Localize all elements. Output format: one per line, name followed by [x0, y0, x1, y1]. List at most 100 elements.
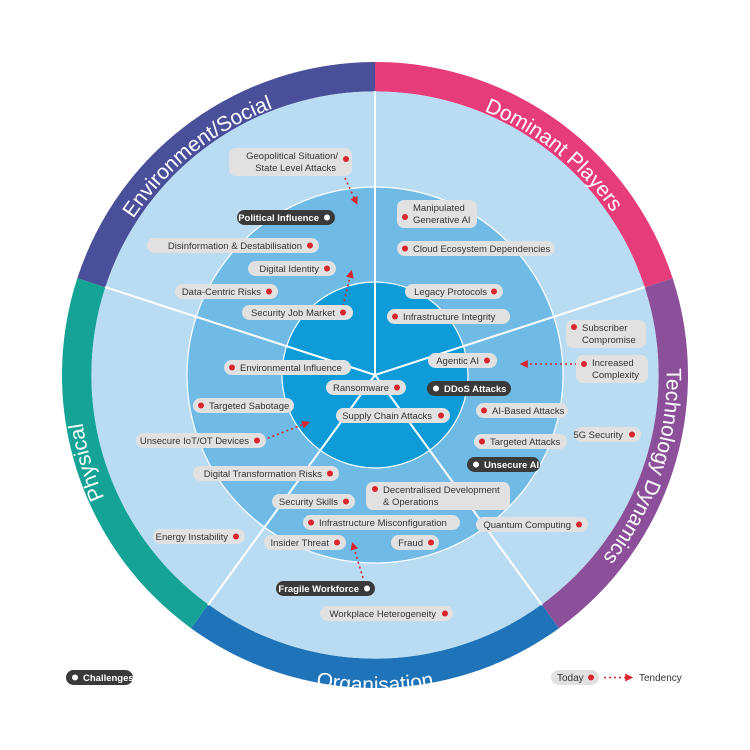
svg-text:Targeted Attacks: Targeted Attacks [490, 437, 560, 448]
segment-physical [61, 278, 209, 629]
svg-text:Decentralised Development: Decentralised Development [383, 485, 500, 496]
svg-text:Subscriber: Subscriber [582, 323, 627, 334]
today-dot [479, 438, 485, 445]
item-unsecure-iot-ot-devices: Unsecure IoT/OT Devices [136, 433, 266, 448]
legend-challenges: Challenges [66, 670, 134, 685]
item-cloud-ecosystem-dependencies: Cloud Ecosystem Dependencies [397, 241, 555, 256]
today-dot [484, 357, 490, 364]
today-dot [571, 324, 577, 330]
item-insider-threat: Insider Threat [264, 535, 346, 550]
segment-environment-social [77, 61, 376, 288]
item-political-influence: Political Influence [237, 210, 335, 225]
item-geopolitical-situation: Geopolitical Situation/ State Level Atta… [229, 148, 352, 176]
svg-text:Supply Chain Attacks: Supply Chain Attacks [342, 411, 432, 422]
challenge-dot [364, 585, 370, 592]
svg-text:Increased: Increased [592, 358, 634, 369]
today-dot [438, 412, 444, 419]
today-dot [324, 265, 330, 272]
svg-text:Infrastructure Integrity: Infrastructure Integrity [403, 312, 496, 323]
today-dot [581, 361, 587, 367]
svg-text:Fraud: Fraud [398, 538, 423, 549]
svg-text:Unsecure AI: Unsecure AI [484, 460, 539, 471]
radar-items: Geopolitical Situation/ State Level Atta… [136, 148, 648, 621]
svg-text:Geopolitical Situation/: Geopolitical Situation/ [246, 151, 338, 162]
item-disinformation: Disinformation & Destabilisation [147, 238, 319, 253]
svg-text:Digital Transformation Risks: Digital Transformation Risks [204, 469, 323, 480]
svg-text:5G Security: 5G Security [573, 430, 623, 441]
today-dot [307, 242, 313, 249]
svg-text:Insider Threat: Insider Threat [271, 538, 330, 549]
item-5g-security: 5G Security [573, 427, 641, 442]
item-subscriber-compromise: Subscriber Compromise [566, 320, 646, 348]
svg-text:Tendency: Tendency [639, 673, 682, 684]
svg-text:Security Job Market: Security Job Market [251, 308, 335, 319]
legend-today: Today [551, 670, 599, 685]
challenge-dot [72, 674, 78, 681]
challenge-dot [473, 461, 479, 468]
item-digital-transformation-risks: Digital Transformation Risks [193, 466, 339, 481]
item-workplace-heterogeneity: Workplace Heterogeneity [320, 606, 453, 621]
today-dot [343, 498, 349, 505]
legend: Challenges Today Tendency [66, 670, 682, 685]
challenge-dot [324, 214, 330, 221]
svg-text:Data-Centric Risks: Data-Centric Risks [182, 287, 261, 298]
item-manipulated-generative-ai: Manipulated Generative AI [397, 200, 477, 228]
item-security-job-market: Security Job Market [242, 305, 353, 320]
svg-text:Political Influence: Political Influence [238, 213, 319, 224]
item-quantum-computing: Quantum Computing [476, 517, 588, 532]
svg-text:Agentic AI: Agentic AI [436, 356, 479, 367]
svg-text:Compromise: Compromise [582, 335, 636, 346]
svg-text:Unsecure IoT/OT Devices: Unsecure IoT/OT Devices [140, 436, 249, 447]
item-supply-chain-attacks: Supply Chain Attacks [336, 408, 450, 423]
today-dot [254, 437, 260, 444]
svg-text:Today: Today [557, 673, 584, 684]
item-decentralised-development: Decentralised Development & Operations [366, 482, 510, 510]
svg-text:Manipulated: Manipulated [413, 203, 465, 214]
item-fragile-workforce: Fragile Workforce [276, 581, 375, 596]
today-dot [402, 245, 408, 252]
item-ransomware: Ransomware [326, 380, 406, 395]
item-agentic-ai: Agentic AI [428, 353, 497, 368]
svg-text:Fragile Workforce: Fragile Workforce [278, 584, 359, 595]
today-dot [576, 521, 582, 528]
svg-text:Quantum Computing: Quantum Computing [483, 520, 571, 531]
svg-text:State Level Attacks: State Level Attacks [255, 163, 336, 174]
challenge-dot [433, 385, 439, 392]
today-dot [233, 533, 239, 540]
today-dot [308, 519, 314, 526]
today-dot [394, 384, 400, 391]
svg-text:DDoS Attacks: DDoS Attacks [444, 384, 506, 395]
today-dot [481, 407, 487, 414]
svg-text:Workplace Heterogeneity: Workplace Heterogeneity [330, 609, 437, 620]
svg-text:Disinformation & Destabilisati: Disinformation & Destabilisation [168, 241, 302, 252]
today-dot [343, 156, 349, 162]
item-targeted-attacks: Targeted Attacks [474, 434, 567, 449]
tendency-arrow-fragile-workforce [350, 541, 364, 579]
svg-text:Generative AI: Generative AI [413, 215, 471, 226]
tendency-arrow-security-job-market [342, 269, 354, 307]
item-environmental-influence: Environmental Influence [224, 360, 351, 375]
svg-text:Energy Instability: Energy Instability [156, 532, 229, 543]
segment-technology-dynamics [541, 278, 689, 629]
svg-text:Infrastructure Misconfiguratio: Infrastructure Misconfiguration [319, 518, 447, 529]
item-data-centric-risks: Data-Centric Risks [175, 284, 278, 299]
tendency-arrows [262, 177, 577, 579]
today-dot [229, 364, 235, 371]
item-security-skills: Security Skills [272, 494, 355, 509]
svg-text:Security Skills: Security Skills [279, 497, 338, 508]
today-dot [629, 431, 635, 438]
segment-ring [61, 61, 689, 688]
item-ddos-attacks: DDoS Attacks [427, 381, 511, 396]
today-dot [334, 539, 340, 546]
segment-dominant-players [375, 62, 673, 288]
today-dot [392, 313, 398, 320]
svg-text:AI-Based Attacks: AI-Based Attacks [492, 406, 565, 417]
today-dot [340, 309, 346, 316]
today-dot [491, 288, 497, 295]
svg-text:Environmental Influence: Environmental Influence [240, 363, 342, 374]
svg-text:Challenges: Challenges [83, 673, 134, 684]
svg-text:& Operations: & Operations [383, 497, 439, 508]
today-dot [198, 402, 204, 409]
today-dot [266, 288, 272, 295]
